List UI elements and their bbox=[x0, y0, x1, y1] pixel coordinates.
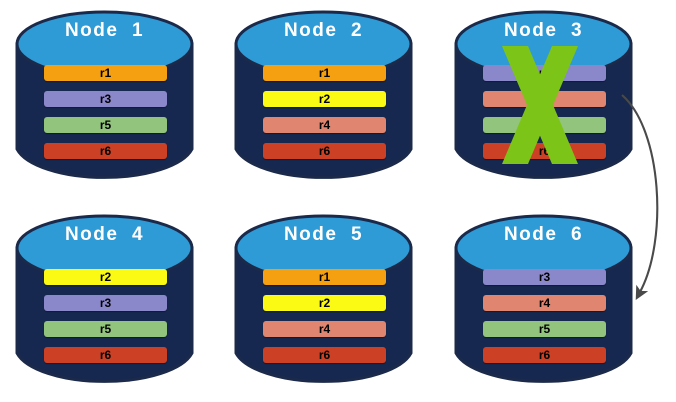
database-node-3[interactable]: Node 3 r3 r4 r5 r6 bbox=[452, 8, 635, 185]
replica-bar-r2: r2 bbox=[44, 269, 167, 285]
node-label-5: Node 5 bbox=[283, 224, 364, 245]
replica-list: r2 r3 r5 r6 bbox=[44, 269, 167, 363]
replica-bar-r4: r4 bbox=[483, 91, 606, 107]
replica-bar-r2: r2 bbox=[263, 295, 386, 311]
replica-bar-r3: r3 bbox=[44, 295, 167, 311]
replica-bar-r3: r3 bbox=[483, 65, 606, 81]
node-label-3: Node 3 bbox=[503, 20, 584, 41]
replica-bar-r5: r5 bbox=[483, 117, 606, 133]
replica-bar-r6: r6 bbox=[44, 143, 167, 159]
replica-bar-r6: r6 bbox=[44, 347, 167, 363]
replica-bar-r2: r2 bbox=[263, 91, 386, 107]
replica-bar-r4: r4 bbox=[263, 117, 386, 133]
database-node-2[interactable]: Node 2 r1 r2 r4 r6 bbox=[232, 8, 415, 185]
replica-list: r3 r4 r5 r6 bbox=[483, 269, 606, 363]
replica-bar-r1: r1 bbox=[263, 269, 386, 285]
database-node-4[interactable]: Node 4 r2 r3 r5 r6 bbox=[13, 212, 196, 389]
database-node-5[interactable]: Node 5 r1 r2 r4 r6 bbox=[232, 212, 415, 389]
replica-bar-r5: r5 bbox=[483, 321, 606, 337]
database-node-6[interactable]: Node 6 r3 r4 r5 r6 bbox=[452, 212, 635, 389]
replica-bar-r6: r6 bbox=[483, 143, 606, 159]
replica-bar-r1: r1 bbox=[44, 65, 167, 81]
replica-list: r1 r2 r4 r6 bbox=[263, 269, 386, 363]
replica-bar-r4: r4 bbox=[483, 295, 606, 311]
replica-list: r3 r4 r5 r6 bbox=[483, 65, 606, 159]
replica-bar-r1: r1 bbox=[263, 65, 386, 81]
replica-bar-r6: r6 bbox=[263, 347, 386, 363]
replica-bar-r6: r6 bbox=[263, 143, 386, 159]
replica-bar-r5: r5 bbox=[44, 321, 167, 337]
replica-list: r1 r2 r4 r6 bbox=[263, 65, 386, 159]
node-label-4: Node 4 bbox=[64, 224, 145, 245]
replica-bar-r3: r3 bbox=[483, 269, 606, 285]
node-label-6: Node 6 bbox=[503, 224, 584, 245]
node-label-1: Node 1 bbox=[64, 20, 145, 41]
replica-bar-r3: r3 bbox=[44, 91, 167, 107]
replica-list: r1 r3 r5 r6 bbox=[44, 65, 167, 159]
node-label-2: Node 2 bbox=[283, 20, 364, 41]
replica-bar-r5: r5 bbox=[44, 117, 167, 133]
replica-bar-r6: r6 bbox=[483, 347, 606, 363]
replica-bar-r4: r4 bbox=[263, 321, 386, 337]
database-node-1[interactable]: Node 1 r1 r3 r5 r6 bbox=[13, 8, 196, 185]
